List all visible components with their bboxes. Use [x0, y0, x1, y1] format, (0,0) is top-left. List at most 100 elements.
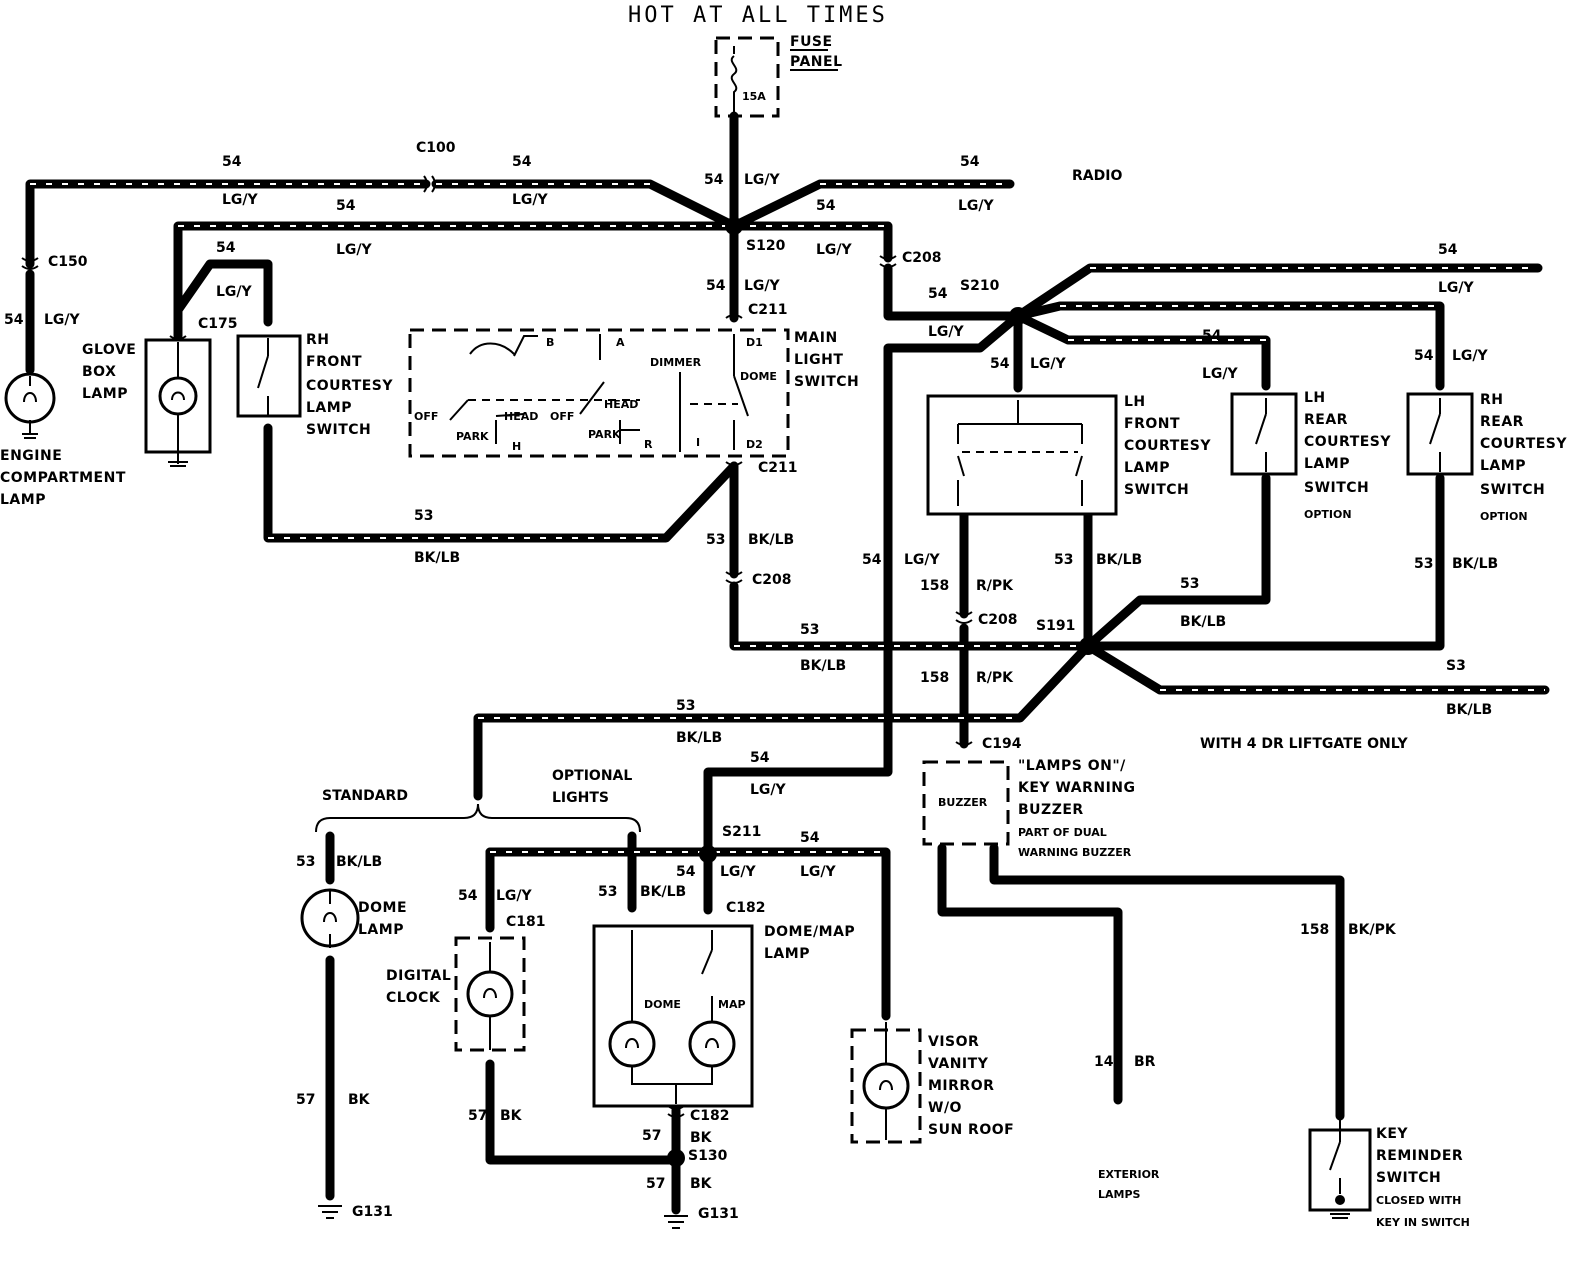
svg-text:53: 53 — [598, 884, 617, 900]
svg-text:53: 53 — [800, 622, 819, 638]
svg-text:OFF: OFF — [550, 410, 574, 423]
label-s211: S211 — [722, 824, 761, 840]
svg-text:53: 53 — [1414, 556, 1433, 572]
svg-text:S3: S3 — [1446, 658, 1466, 674]
svg-text:BK/LB: BK/LB — [1180, 614, 1226, 630]
key-reminder-label-3: SWITCH — [1376, 1170, 1441, 1186]
optional-label-2: LIGHTS — [552, 790, 609, 806]
svg-text:53: 53 — [1054, 552, 1073, 568]
svg-text:54: 54 — [706, 278, 726, 294]
digital-clock-label-2: CLOCK — [386, 990, 441, 1006]
svg-text:BK/LB: BK/LB — [640, 884, 686, 900]
label-s130: S130 — [688, 1148, 728, 1164]
rh-front-label-4: LAMP — [306, 400, 352, 416]
label-c208-top: C208 — [902, 250, 942, 266]
lh-rear-courtesy-switch — [1230, 392, 1298, 476]
label-c208-right: C208 — [978, 612, 1018, 628]
label-c211-bottom: C211 — [758, 460, 798, 476]
svg-text:54: 54 — [750, 750, 770, 766]
wiring — [25, 111, 1550, 1215]
buzzer-part-1: PART OF DUAL — [1018, 826, 1107, 839]
svg-text:PARK: PARK — [456, 430, 489, 443]
visor-label-1: VISOR — [928, 1034, 979, 1050]
engine-compartment-lamp — [4, 372, 56, 439]
svg-text:LG/Y: LG/Y — [750, 782, 787, 798]
svg-text:158: 158 — [1300, 922, 1329, 938]
main-switch-label-2: LIGHT — [794, 352, 843, 368]
label-g131-right: G131 — [698, 1206, 739, 1222]
key-note-1: CLOSED WITH — [1376, 1194, 1461, 1207]
svg-text:BK/LB: BK/LB — [1452, 556, 1498, 572]
wire-158-bkpk — [989, 843, 1345, 1121]
svg-text:53: 53 — [414, 508, 433, 524]
svg-text:MAP: MAP — [718, 998, 746, 1011]
lh-front-label-4: LAMP — [1124, 460, 1170, 476]
rh-rear-label-4: LAMP — [1480, 458, 1526, 474]
svg-text:D2: D2 — [746, 438, 763, 451]
splice-s211 — [699, 845, 717, 863]
svg-text:PARK: PARK — [588, 428, 621, 441]
svg-text:LG/Y: LG/Y — [1438, 280, 1475, 296]
label-s191: S191 — [1036, 618, 1075, 634]
svg-text:BR: BR — [1134, 1054, 1156, 1070]
buzzer-label: BUZZER — [938, 796, 988, 809]
label-c150: C150 — [48, 254, 88, 270]
engine-lamp-label-1: ENGINE — [0, 448, 62, 464]
rh-rear-courtesy-switch — [1406, 392, 1474, 476]
exterior-label-1: EXTERIOR — [1098, 1168, 1160, 1181]
wire-54-rh-front — [173, 259, 273, 327]
lh-front-label-5: SWITCH — [1124, 482, 1189, 498]
wire-53-lh-rear — [1083, 473, 1271, 651]
digital-clock — [454, 936, 526, 1052]
glove-box-label-3: LAMP — [82, 386, 128, 402]
fuse-label-1: FUSE — [790, 34, 833, 50]
digital-clock-label-1: DIGITAL — [386, 968, 451, 984]
wire-53-down — [473, 641, 1093, 801]
visor-label-3: MIRROR — [928, 1078, 994, 1094]
rh-front-courtesy-switch — [236, 334, 302, 418]
glove-box-label-1: GLOVE — [82, 342, 136, 358]
key-reminder-label-1: KEY — [1376, 1126, 1408, 1142]
label-c208-mid: C208 — [752, 572, 792, 588]
svg-text:BK: BK — [690, 1176, 713, 1192]
svg-text:BK: BK — [690, 1130, 713, 1146]
engine-lamp-label-3: LAMP — [0, 492, 46, 508]
rh-front-label-2: FRONT — [306, 354, 362, 370]
svg-text:LG/Y: LG/Y — [800, 864, 837, 880]
svg-text:LG/Y: LG/Y — [512, 192, 549, 208]
wire-53-s191 — [729, 581, 1093, 651]
wire-54-s210 — [883, 263, 1023, 321]
rh-rear-label-2: REAR — [1480, 414, 1524, 430]
svg-text:LG/Y: LG/Y — [44, 312, 81, 328]
optional-label-1: OPTIONAL — [552, 768, 632, 784]
wire-53-rh-rear — [1083, 473, 1445, 651]
svg-text:54: 54 — [816, 198, 836, 214]
wire-54-rh-rear — [1013, 301, 1445, 391]
buzzer-note-2: KEY WARNING — [1018, 780, 1136, 796]
key-note-2: KEY IN SWITCH — [1376, 1216, 1470, 1229]
svg-text:LG/Y: LG/Y — [958, 198, 995, 214]
svg-text:BK/LB: BK/LB — [748, 532, 794, 548]
ground-symbols — [318, 1205, 688, 1229]
splice-s130 — [667, 1149, 685, 1167]
rh-front-label-3: COURTESY — [306, 378, 393, 394]
svg-text:53: 53 — [706, 532, 725, 548]
svg-text:DIMMER: DIMMER — [650, 356, 702, 369]
buzzer-part-2: WARNING BUZZER — [1018, 846, 1132, 859]
label-s210: S210 — [960, 278, 1000, 294]
svg-text:LG/Y: LG/Y — [720, 864, 757, 880]
dome-map-lamp: DOME MAP — [592, 924, 754, 1108]
svg-text:LG/Y: LG/Y — [216, 284, 253, 300]
dome-lamp — [300, 888, 360, 948]
exterior-label-2: LAMPS — [1098, 1188, 1141, 1201]
label-c100: C100 — [416, 140, 456, 156]
label-s120: S120 — [746, 238, 786, 254]
svg-text:OFF: OFF — [414, 410, 438, 423]
visor-vanity-mirror — [850, 1022, 922, 1144]
splice-s191 — [1079, 637, 1097, 655]
rh-rear-option: OPTION — [1480, 510, 1528, 523]
glove-box-label-2: BOX — [82, 364, 116, 380]
svg-text:BK/LB: BK/LB — [336, 854, 382, 870]
svg-text:LG/Y: LG/Y — [928, 324, 965, 340]
